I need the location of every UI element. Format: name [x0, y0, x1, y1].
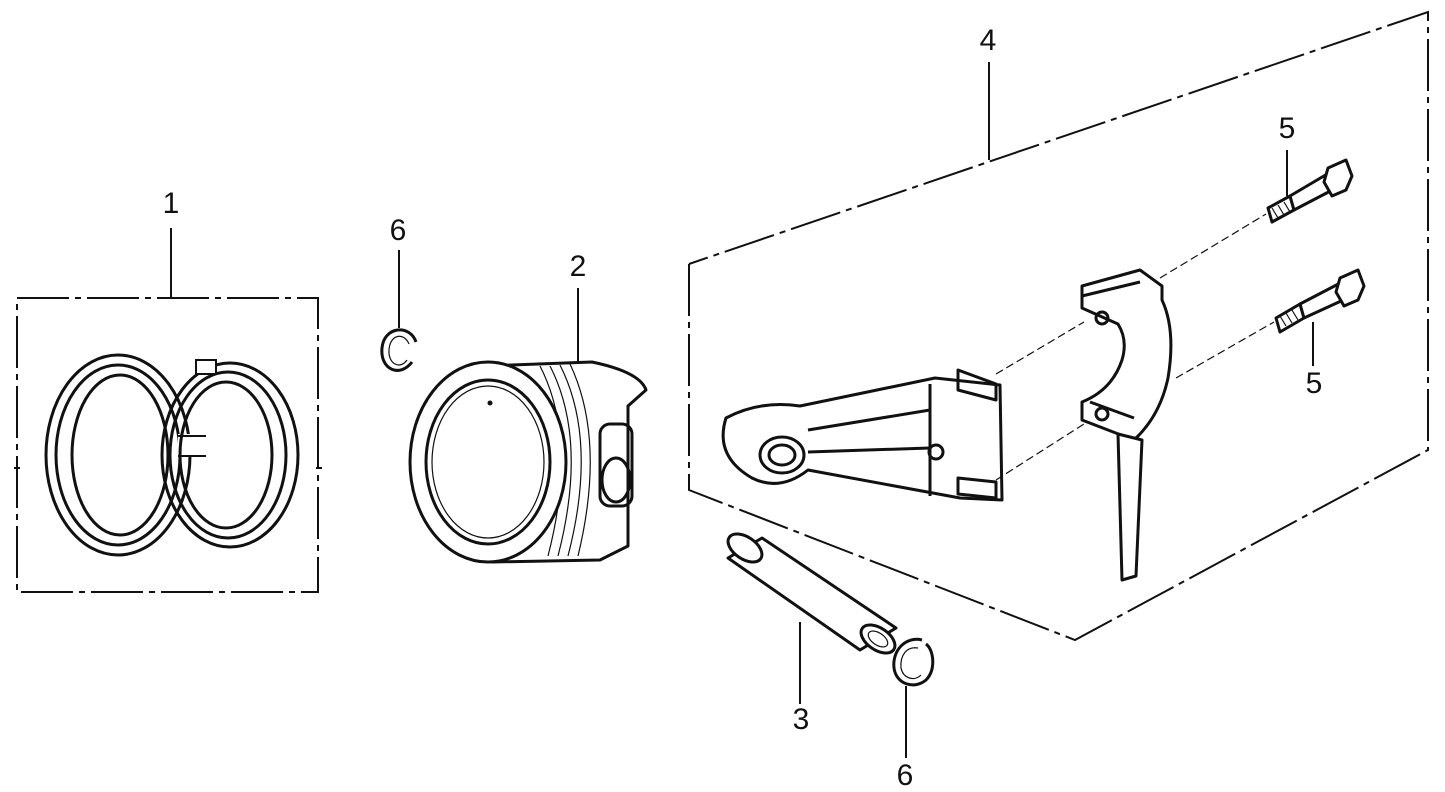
ring-set-box [16, 297, 319, 593]
callout-5-lower: 5 [1305, 367, 1323, 400]
ring-left [44, 353, 208, 557]
piston-pin [726, 532, 898, 704]
connecting-rod-assembly [688, 10, 1429, 642]
callout-5-upper: 5 [1278, 112, 1296, 145]
callout-1: 1 [162, 187, 180, 220]
callout-2: 2 [569, 250, 587, 283]
callout-6-upper: 6 [389, 214, 407, 247]
piston [408, 288, 648, 564]
connecting-rod [721, 368, 1004, 502]
ring-right [160, 359, 300, 549]
bolt-lower [1274, 268, 1366, 334]
circlip-lower [892, 637, 935, 758]
rod-cap [1080, 268, 1173, 582]
callout-4: 4 [979, 24, 997, 57]
circlip-upper [380, 250, 418, 372]
callout-6-lower: 6 [896, 759, 914, 792]
rod-assembly-box [688, 10, 1429, 642]
piston-ring-set [16, 228, 319, 593]
bolt-upper [1266, 158, 1354, 224]
callout-3: 3 [792, 703, 810, 736]
